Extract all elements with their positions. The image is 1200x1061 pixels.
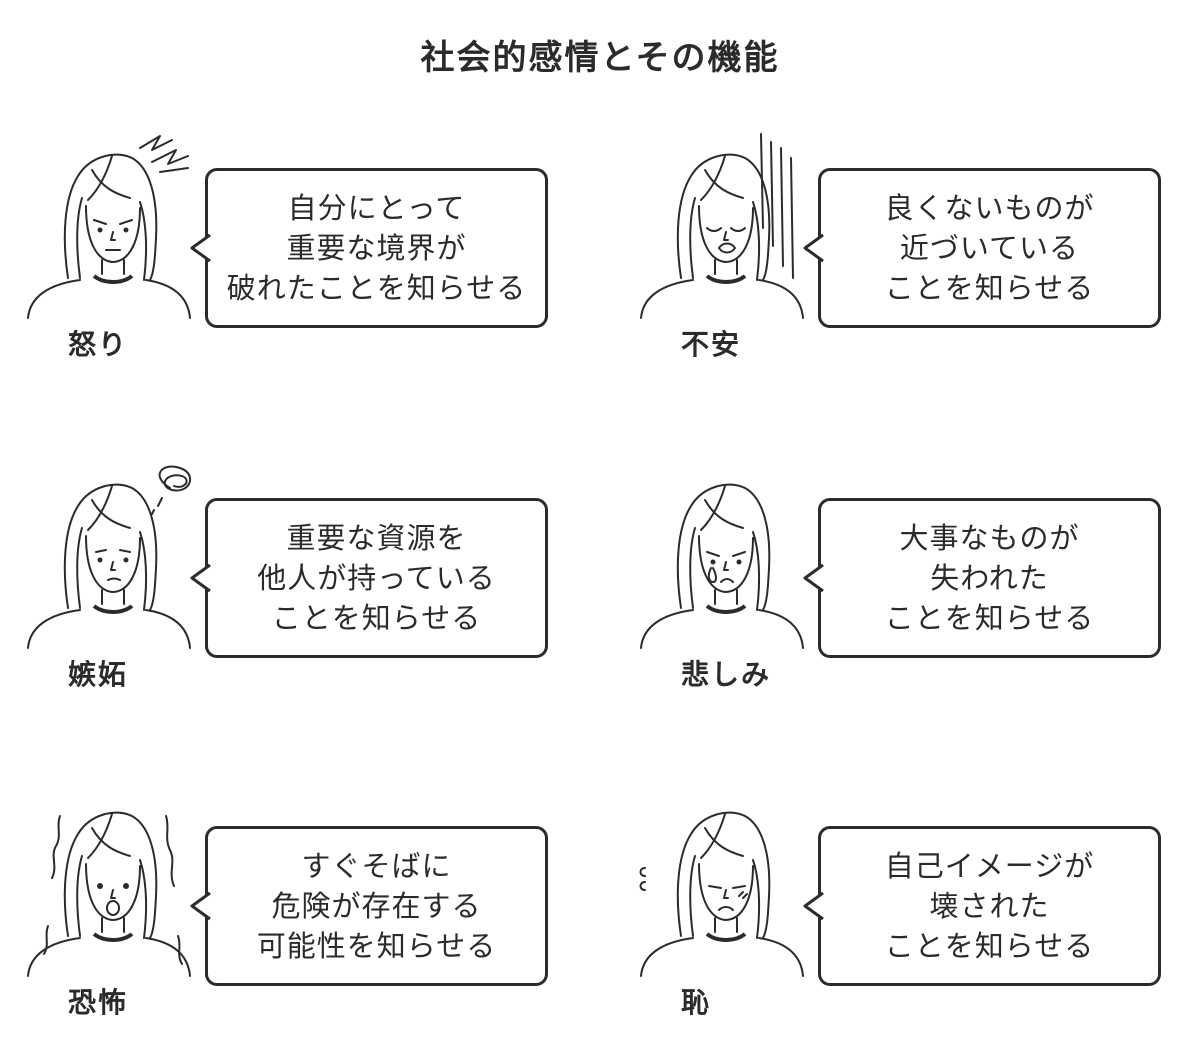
bubble-text-line: 良くないものが xyxy=(884,191,1095,225)
woman-figure-svg xyxy=(27,811,191,977)
bubble-tail xyxy=(803,233,833,263)
speech-bubble: 重要な資源を 他人が持っている ことを知らせる xyxy=(190,498,548,658)
woman-ashamed-illustration xyxy=(633,786,813,977)
woman-sad-illustration xyxy=(633,458,813,649)
page-title: 社会的感情とその機能 xyxy=(420,38,780,78)
bubble-tail xyxy=(803,891,833,921)
bubble-text-line: 自己イメージが xyxy=(884,849,1095,883)
speech-bubble: すぐそばに 危険が存在する 可能性を知らせる xyxy=(190,826,548,986)
emotion-label: 恥 xyxy=(681,986,712,1019)
woman-figure-svg xyxy=(27,135,191,319)
bubble-text-line: 大事なものが xyxy=(899,521,1080,555)
bubble-text-line: すぐそばに xyxy=(301,849,452,883)
emotion-label: 悲しみ xyxy=(681,658,772,691)
woman-figure-svg xyxy=(639,811,804,977)
woman-angry-illustration xyxy=(20,128,200,319)
bubble-tail xyxy=(190,891,220,921)
bubble-text-line: ことを知らせる xyxy=(884,929,1095,963)
bubble-text-line: ことを知らせる xyxy=(884,271,1095,305)
bubble-tail xyxy=(803,563,833,593)
bubble-text-line: ことを知らせる xyxy=(271,601,482,635)
woman-anxious-illustration xyxy=(633,128,813,319)
woman-jealous-illustration xyxy=(20,458,200,649)
bubble-text-line: 他人が持っている xyxy=(257,561,496,595)
speech-bubble: 良くないものが 近づいている ことを知らせる xyxy=(803,168,1161,328)
bubble-text-line: 自分にとって xyxy=(287,191,466,225)
woman-fearful-illustration xyxy=(20,786,200,977)
woman-figure-svg xyxy=(640,133,804,319)
bubble-text-line: 重要な資源を xyxy=(286,521,467,555)
woman-figure-svg xyxy=(640,483,804,649)
emotion-card-jealousy: 嫉妬 重要な資源を 他人が持っている ことを知らせる xyxy=(20,458,580,708)
emotion-label: 嫉妬 xyxy=(68,658,129,691)
bubble-tail xyxy=(190,563,220,593)
emotion-card-fear: 恐怖 すぐそばに 危険が存在する 可能性を知らせる xyxy=(20,786,580,1036)
bubble-text-line: ことを知らせる xyxy=(884,601,1095,635)
emotion-label: 不安 xyxy=(681,328,742,361)
speech-bubble: 自分にとって 重要な境界が 破れたことを知らせる xyxy=(190,168,548,328)
bubble-text-line: 可能性を知らせる xyxy=(256,929,497,963)
woman-figure-svg xyxy=(27,465,192,649)
emotion-card-anger: 怒り 自分にとって 重要な境界が 破れたことを知らせる xyxy=(20,128,580,378)
emotion-card-sadness: 悲しみ 大事なものが 失われた ことを知らせる xyxy=(633,458,1193,708)
bubble-text-line: 近づいている xyxy=(899,231,1080,265)
speech-bubble: 大事なものが 失われた ことを知らせる xyxy=(803,498,1161,658)
emotion-card-anxiety: 不安 良くないものが 近づいている ことを知らせる xyxy=(633,128,1193,378)
bubble-text-line: 壊された xyxy=(929,889,1050,923)
emotion-label: 怒り xyxy=(68,328,129,361)
speech-bubble: 自己イメージが 壊された ことを知らせる xyxy=(803,826,1161,986)
bubble-text-line: 危険が存在する xyxy=(271,889,482,923)
bubble-text-line: 失われた xyxy=(930,561,1049,595)
bubble-tail xyxy=(190,233,220,263)
emotion-label: 恐怖 xyxy=(68,986,129,1019)
emotion-card-shame: 恥 自己イメージが 壊された ことを知らせる xyxy=(633,786,1193,1036)
bubble-text-line: 重要な境界が xyxy=(286,231,467,265)
bubble-text-line: 破れたことを知らせる xyxy=(226,271,527,305)
